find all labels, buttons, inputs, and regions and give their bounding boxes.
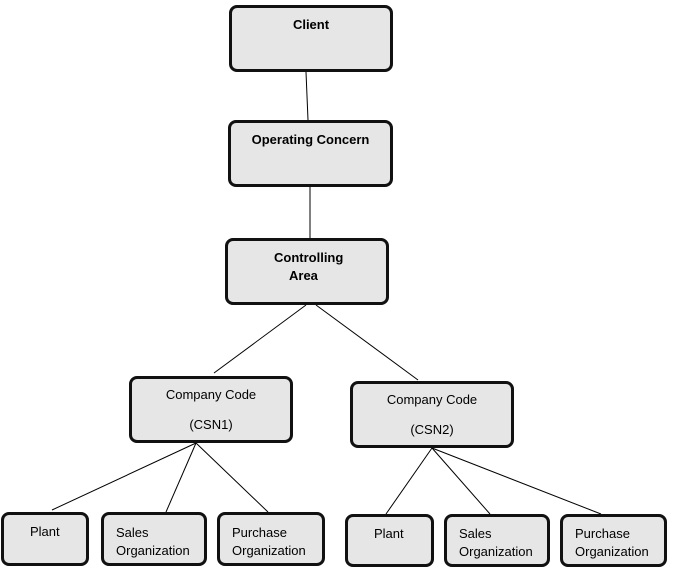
edge-company-code-1-plant xyxy=(51,442,197,511)
client-box: Client xyxy=(229,5,393,72)
controlling-area-label-line2: Area xyxy=(289,268,318,283)
csn2-sales-organization-box: Sales Organization xyxy=(444,514,550,567)
company-code-2-label: Company Code xyxy=(386,392,478,407)
company-code-1-box: Company Code (CSN1) xyxy=(129,376,293,443)
csn2-sales-organization-line1: Sales xyxy=(459,526,492,541)
edge-company-code-1-sales-org xyxy=(165,442,197,513)
company-code-1-label: Company Code xyxy=(165,387,257,402)
controlling-area-label-line1: Controlling xyxy=(274,250,344,265)
csn2-purchase-organization-box: Purchase Organization xyxy=(560,514,667,567)
csn1-sales-organization-box: Sales Organization xyxy=(101,512,207,566)
csn2-plant-label: Plant xyxy=(374,526,404,541)
csn2-purchase-organization-line2: Organization xyxy=(575,544,649,559)
edge-company-code-2-plant xyxy=(385,447,433,515)
edge-controlling-area-company-code-2 xyxy=(315,304,419,381)
csn1-plant-box: Plant xyxy=(1,512,89,566)
edge-controlling-area-company-code-1 xyxy=(213,304,307,374)
csn2-purchase-organization-line1: Purchase xyxy=(575,526,630,541)
csn1-sales-organization-line2: Organization xyxy=(116,543,190,558)
client-label: Client xyxy=(292,17,330,32)
csn1-purchase-organization-line2: Organization xyxy=(232,543,306,558)
csn1-plant-label: Plant xyxy=(30,524,60,539)
csn2-sales-organization-line2: Organization xyxy=(459,544,533,559)
operating-concern-box: Operating Concern xyxy=(228,120,393,187)
edge-company-code-1-purchase-org xyxy=(195,442,269,513)
operating-concern-label: Operating Concern xyxy=(251,132,370,147)
edge-company-code-2-sales-org xyxy=(431,447,491,515)
company-code-1-id: (CSN1) xyxy=(189,417,233,432)
csn1-purchase-organization-line1: Purchase xyxy=(232,525,287,540)
csn1-sales-organization-line1: Sales xyxy=(116,525,149,540)
csn1-purchase-organization-box: Purchase Organization xyxy=(217,512,325,566)
controlling-area-box: Controlling Area xyxy=(225,238,389,305)
company-code-2-box: Company Code (CSN2) xyxy=(350,381,514,448)
csn2-plant-box: Plant xyxy=(345,514,434,567)
edge-company-code-2-purchase-org xyxy=(431,447,602,515)
edge-client-operating-concern xyxy=(305,71,309,121)
company-code-2-id: (CSN2) xyxy=(410,422,454,437)
